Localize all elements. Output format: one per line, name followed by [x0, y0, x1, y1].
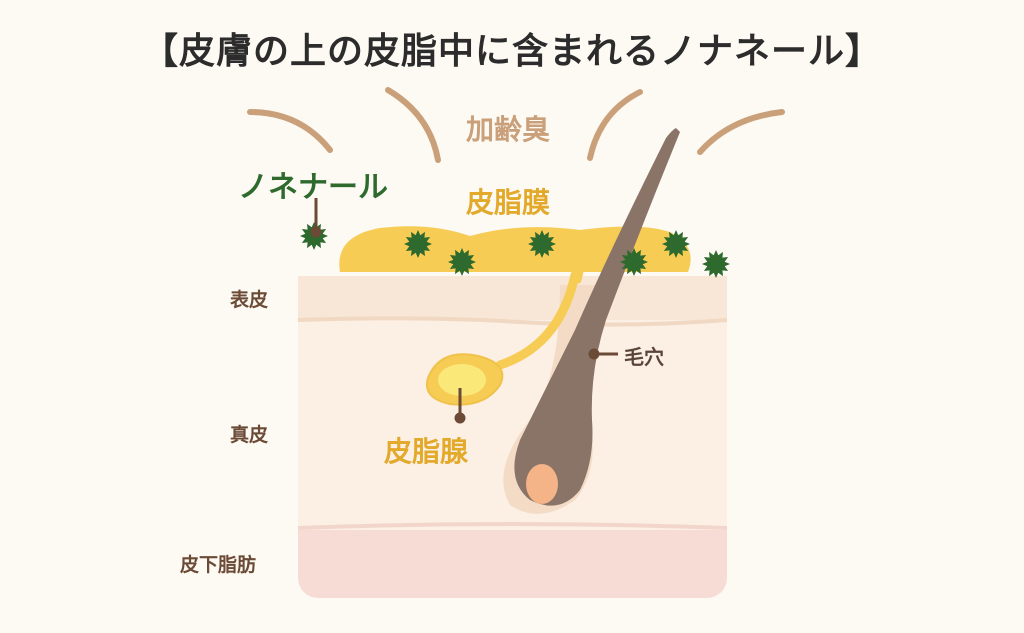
dermis-label: 真皮: [230, 424, 269, 446]
nonenal-molecule: [702, 250, 730, 278]
odor-label: 加齢臭: [466, 113, 551, 146]
sebum-surface-duct: [574, 234, 594, 284]
sebaceous-gland-label: 皮脂腺: [384, 435, 469, 468]
subcutaneous-layer: [298, 510, 727, 598]
skin-cross-section: [297, 276, 728, 598]
sebaceous-duct: [495, 270, 580, 370]
hair-papilla: [526, 464, 558, 504]
odor-wave-1: [247, 109, 333, 153]
odor-wave-4: [697, 109, 785, 155]
nonenal-molecule: [448, 248, 476, 276]
epidermis-dermis-boundary: [297, 316, 728, 327]
subcutaneous-label: 皮下脂肪: [180, 554, 257, 576]
nonenal-label: ノネナール: [238, 170, 388, 205]
diagram-title: 【皮膚の上の皮脂中に含まれるノナネール】: [141, 31, 882, 72]
nonenal-molecule: [528, 230, 556, 258]
pointer-lines: [310, 198, 618, 424]
odor-wave-2: [385, 87, 441, 163]
sebaceous-gland: [426, 353, 504, 406]
pore-pointer-dot: [588, 348, 600, 360]
gland-pointer-dot: [454, 412, 466, 424]
nonenal-pointer-dot: [310, 226, 322, 238]
dermis-subcutaneous-boundary: [297, 522, 728, 530]
epidermis-label: 表皮: [230, 289, 269, 311]
nonenal-molecule: [662, 230, 690, 258]
pore-label: 毛穴: [624, 345, 664, 369]
nonenal-molecule: [404, 230, 432, 258]
hair-shaft: [514, 128, 680, 506]
odor-wave-3: [587, 89, 643, 161]
sebum-membrane-label: 皮脂膜: [466, 186, 551, 219]
epidermis-layer: [298, 276, 727, 320]
nonenal-molecule: [620, 248, 648, 276]
odor-waves: [247, 87, 785, 163]
